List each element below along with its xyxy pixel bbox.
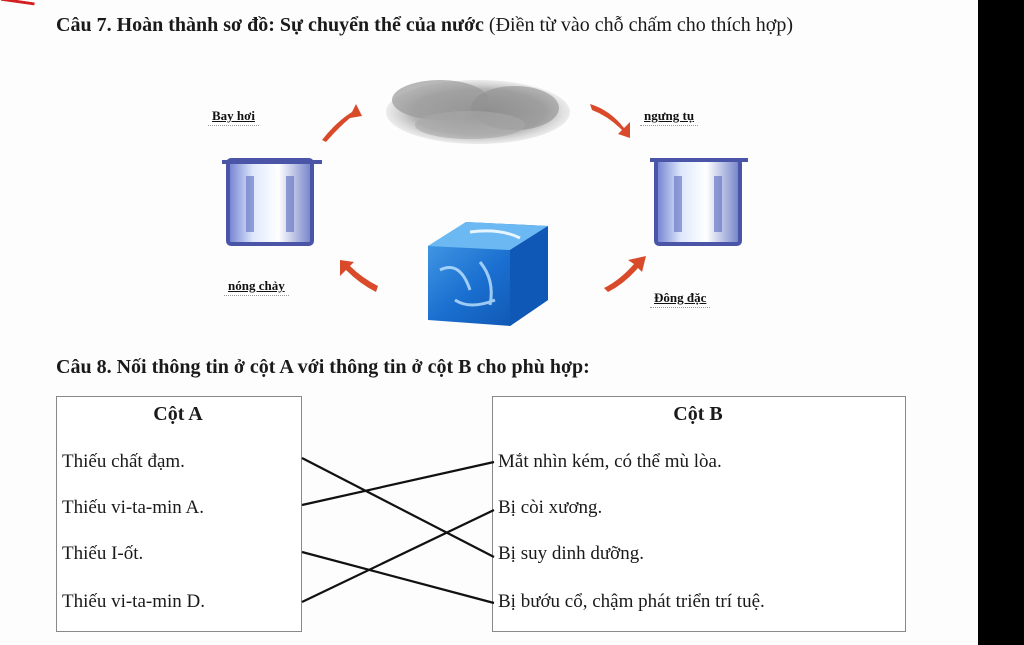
label-condensation: ngưng tụ [640,108,699,126]
column-a-box [56,396,302,632]
match-line [301,460,495,507]
column-a-item: Thiếu I-ốt. [62,543,144,564]
question-7: Câu 7. Hoàn thành sơ đồ: Sự chuyển thể c… [56,6,936,44]
label-melting: nóng chảy [224,278,289,296]
worksheet-page: Câu 7. Hoàn thành sơ đồ: Sự chuyển thể c… [0,0,978,645]
column-b-header: Cột B [673,403,723,425]
match-line [301,457,495,558]
label-evaporation: Bay hơi [208,108,259,126]
column-b-item: Bị còi xương. [498,497,603,518]
label-freezing: Đông đặc [650,290,711,308]
column-b-item: Bị suy dinh dưỡng. [498,543,644,564]
curved-arrow-icon [590,104,630,138]
column-b-box [492,396,906,632]
cloud-icon [386,80,570,144]
match-line [301,509,495,603]
ice-cube-icon [428,222,548,326]
matching-lines [301,457,495,605]
column-a-item: Thiếu chất đạm. [62,451,185,472]
column-b-item: Bị bướu cổ, chậm phát triển trí tuệ. [498,591,765,612]
curved-arrow-icon [340,260,378,292]
question-8-title: Câu 8. Nối thông tin ở cột A với thông t… [56,356,590,378]
column-b-item: Mắt nhìn kém, có thể mù lòa. [498,451,722,472]
column-a-header: Cột A [153,403,203,425]
water-cycle-diagram [222,80,748,326]
curved-arrow-icon [604,256,646,292]
water-beaker-icon [222,158,322,246]
match-line [301,550,495,605]
question-7-instruction: (Điền từ vào chỗ chấm cho thích hợp) [483,14,794,36]
column-a-item: Thiếu vi-ta-min A. [62,497,204,518]
water-beaker-icon [650,158,748,246]
column-a-item: Thiếu vi-ta-min D. [62,591,205,612]
curved-arrow-icon [322,104,362,142]
question-7-title: Câu 7. Hoàn thành sơ đồ: Sự chuyển thể c… [56,14,484,36]
